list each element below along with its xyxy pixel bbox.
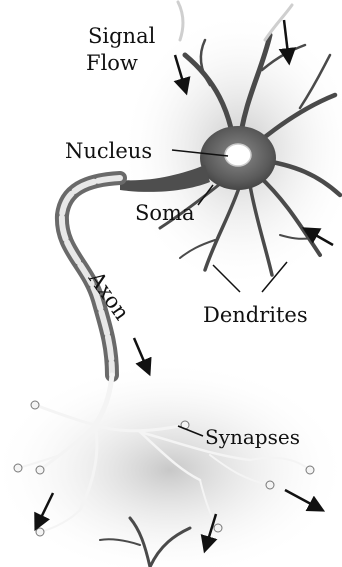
synapses-label: Synapses [205, 425, 300, 449]
nucleus-label: Nucleus [65, 139, 152, 163]
dendrites-label: Dendrites [203, 303, 308, 327]
signal-flow-label-line2: Flow [86, 51, 138, 75]
terminal-haze [0, 360, 342, 567]
nucleus [225, 144, 251, 166]
signal-flow-label-line1: Signal [88, 24, 156, 48]
soma-label: Soma [135, 201, 194, 225]
